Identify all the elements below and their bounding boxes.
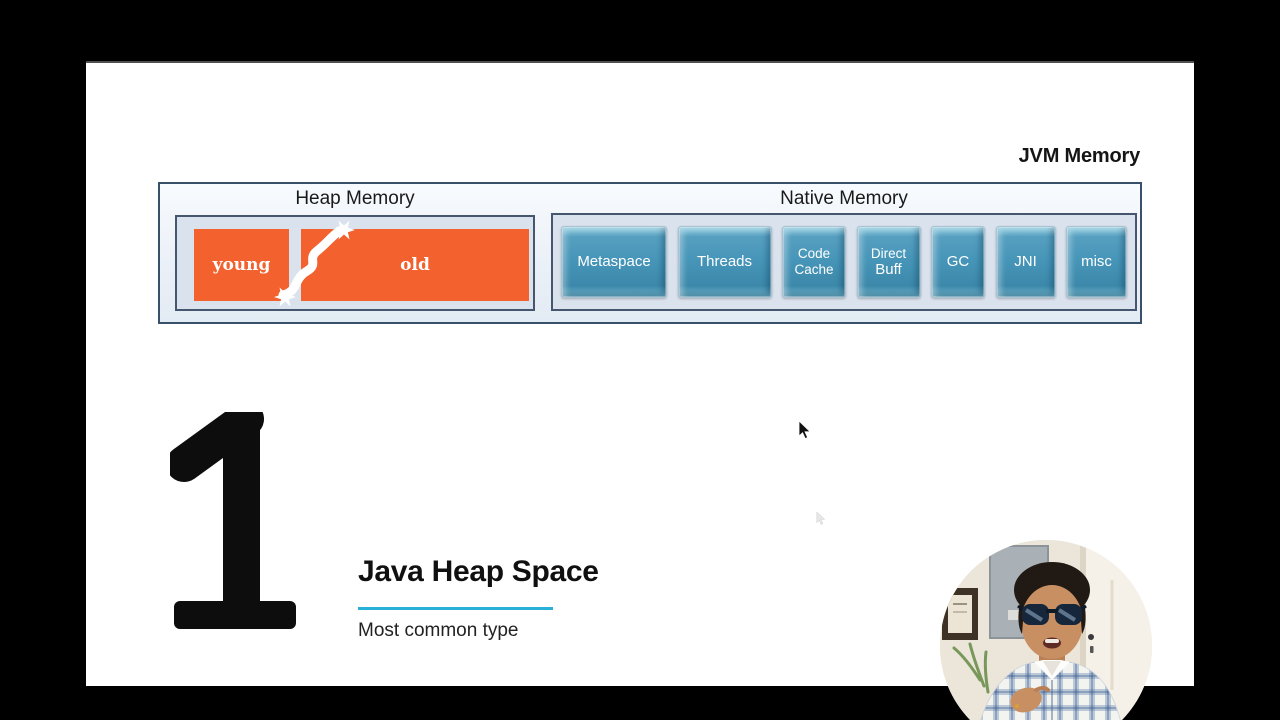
list-number-one bbox=[170, 412, 296, 629]
ghost-cursor-icon bbox=[816, 512, 826, 525]
native-block-jni: JNI bbox=[995, 226, 1056, 298]
native-block-code-cache: Code Cache bbox=[782, 226, 846, 298]
plant bbox=[952, 642, 990, 694]
presenter bbox=[980, 562, 1121, 720]
native-memory-box: Metaspace Threads Code Cache Direct Buff… bbox=[551, 213, 1137, 311]
native-block-metaspace: Metaspace bbox=[561, 226, 667, 298]
presentation-slide: JVM Memory Heap Memory young old Native … bbox=[86, 61, 1194, 686]
sunglasses bbox=[1017, 604, 1087, 625]
native-memory-label: Native Memory bbox=[780, 188, 908, 209]
native-block-misc: misc bbox=[1066, 226, 1127, 298]
topic-heading: Java Heap Space bbox=[358, 555, 599, 588]
native-block-gc: GC bbox=[931, 226, 985, 298]
mouse-cursor-icon bbox=[798, 421, 811, 440]
topic-subheading: Most common type bbox=[358, 620, 519, 641]
heap-memory-box: young old bbox=[175, 215, 535, 311]
native-block-direct-buff: Direct Buff bbox=[856, 226, 921, 298]
heap-region-young: young bbox=[194, 229, 289, 301]
hand bbox=[1004, 686, 1050, 720]
presenter-webcam bbox=[940, 540, 1152, 720]
heading-underline bbox=[358, 607, 553, 610]
slide-title: JVM Memory bbox=[1018, 145, 1141, 167]
jvm-memory-diagram: Heap Memory young old Native Memory Meta… bbox=[158, 182, 1142, 324]
heap-memory-label: Heap Memory bbox=[295, 188, 415, 209]
native-block-threads: Threads bbox=[677, 226, 772, 298]
heap-region-old: old bbox=[301, 229, 529, 301]
